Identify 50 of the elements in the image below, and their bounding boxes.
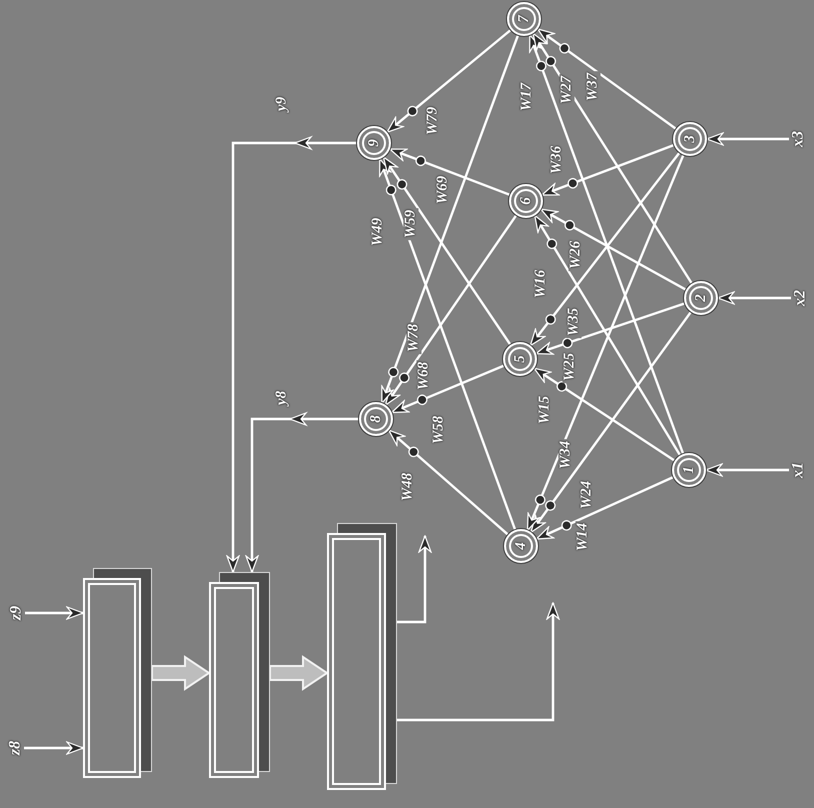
- arrow: [530, 311, 692, 533]
- arrow: [24, 741, 84, 755]
- arrow: [391, 364, 505, 414]
- arrow: [380, 34, 520, 404]
- arrow: [389, 148, 511, 196]
- arrow: [25, 606, 84, 620]
- arrow: [537, 28, 677, 130]
- arrow: [378, 158, 516, 530]
- weight-label: W78: [406, 322, 422, 354]
- input-label: x1: [790, 462, 806, 478]
- arrow: [526, 154, 685, 531]
- neuron-number: 5: [512, 355, 528, 363]
- arrow: [541, 144, 675, 196]
- input-label: x3: [790, 131, 806, 147]
- process-box: [83, 568, 152, 778]
- arrow: [534, 367, 676, 462]
- neuron-number: 3: [682, 135, 698, 143]
- arrow: [706, 132, 789, 146]
- neuron-number: 7: [516, 15, 532, 23]
- neuron-number: 1: [681, 466, 697, 474]
- arrow: [528, 34, 684, 454]
- arrow: [388, 429, 509, 536]
- neuron-number: 2: [693, 294, 709, 302]
- arrow: [245, 418, 359, 573]
- input-label: x2: [792, 290, 808, 306]
- arrow: [536, 476, 674, 540]
- weight-label: W35: [566, 306, 582, 338]
- arrow: [529, 152, 681, 346]
- process-box: [327, 523, 397, 790]
- signal-label: y9: [274, 94, 290, 114]
- arrow: [226, 142, 357, 573]
- arrow: [717, 291, 791, 305]
- signal-label: y8: [274, 388, 290, 408]
- block-arrow: [269, 655, 329, 691]
- neuron-number: 4: [513, 542, 529, 550]
- arrow: [536, 302, 686, 355]
- block-arrow: [151, 655, 211, 691]
- arrow: [397, 602, 560, 722]
- arrow: [397, 535, 432, 624]
- neuron-number: 8: [368, 415, 384, 423]
- neuron-number: 6: [518, 197, 534, 205]
- arrow: [386, 28, 512, 134]
- weight-label: W27: [560, 74, 574, 106]
- input-label: z9: [8, 606, 24, 620]
- input-label: z8: [6, 740, 24, 756]
- arrow: [705, 463, 789, 477]
- process-box: [209, 572, 270, 778]
- neuron-number: 9: [366, 139, 382, 147]
- weight-label: W59: [404, 208, 418, 240]
- weight-label: W37: [586, 70, 600, 104]
